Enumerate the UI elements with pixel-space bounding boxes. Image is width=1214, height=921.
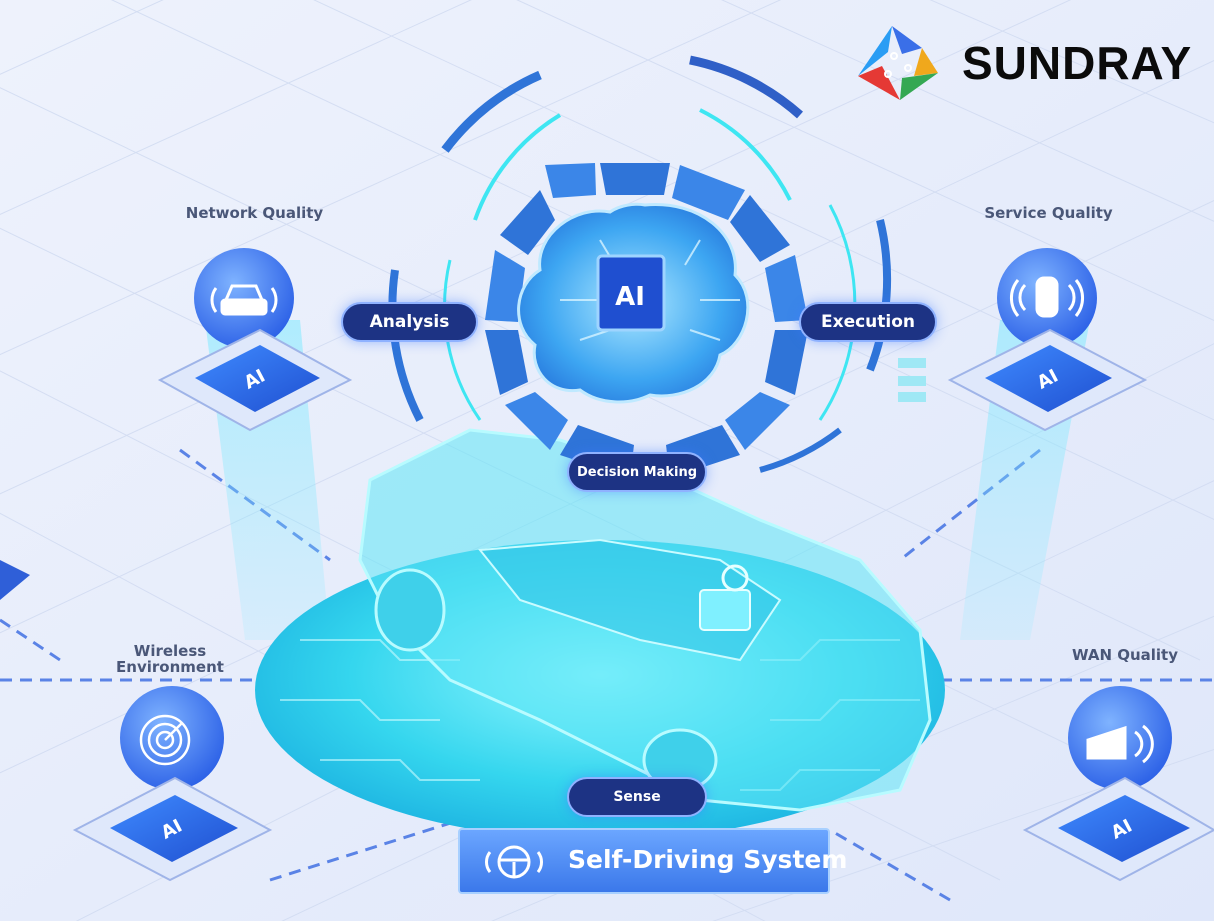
node-title-wireless-line1: Wireless <box>133 642 207 660</box>
core-chip-label: AI <box>615 282 645 312</box>
partial-chip <box>0 560 30 600</box>
node-wan-quality <box>1022 686 1214 882</box>
node-wireless-environment <box>72 686 273 882</box>
node-service-quality <box>947 248 1148 432</box>
steering-wheel-icon <box>485 845 543 879</box>
node-title-service-quality: Service Quality <box>984 204 1113 222</box>
brand-mark-icon <box>858 26 938 100</box>
stage-execution: Execution <box>799 302 937 342</box>
node-orb <box>194 248 294 348</box>
segment-ring <box>485 163 808 478</box>
network-links <box>0 448 1214 902</box>
node-title-wireless-line2: Environment <box>116 658 224 676</box>
node-title-wireless-environment: Wireless Environment <box>100 643 240 675</box>
stage-decision-making: Decision Making <box>567 452 707 492</box>
self-driving-system-panel: Self-Driving System <box>458 828 847 894</box>
deco-bar <box>898 392 926 402</box>
processing-rings <box>388 55 892 473</box>
node-title-wan-quality: WAN Quality <box>1071 646 1179 664</box>
node-title-network-quality: Network Quality <box>185 204 324 222</box>
stage-analysis: Analysis <box>341 302 478 342</box>
brand-logo: SUNDRAY <box>852 18 1212 108</box>
deco-bar <box>898 358 926 368</box>
self-driving-system-label: Self-Driving System <box>568 845 848 874</box>
brand-name: SUNDRAY <box>962 37 1193 89</box>
car-sensor-icon <box>1010 276 1084 318</box>
ai-core-chip <box>596 254 666 332</box>
stage-sense: Sense <box>567 777 707 817</box>
node-network-quality <box>157 248 353 432</box>
radar-icon <box>139 714 191 766</box>
camera-signal-icon <box>1086 724 1154 764</box>
deco-bar <box>898 376 926 386</box>
car-signal-icon <box>210 284 278 316</box>
